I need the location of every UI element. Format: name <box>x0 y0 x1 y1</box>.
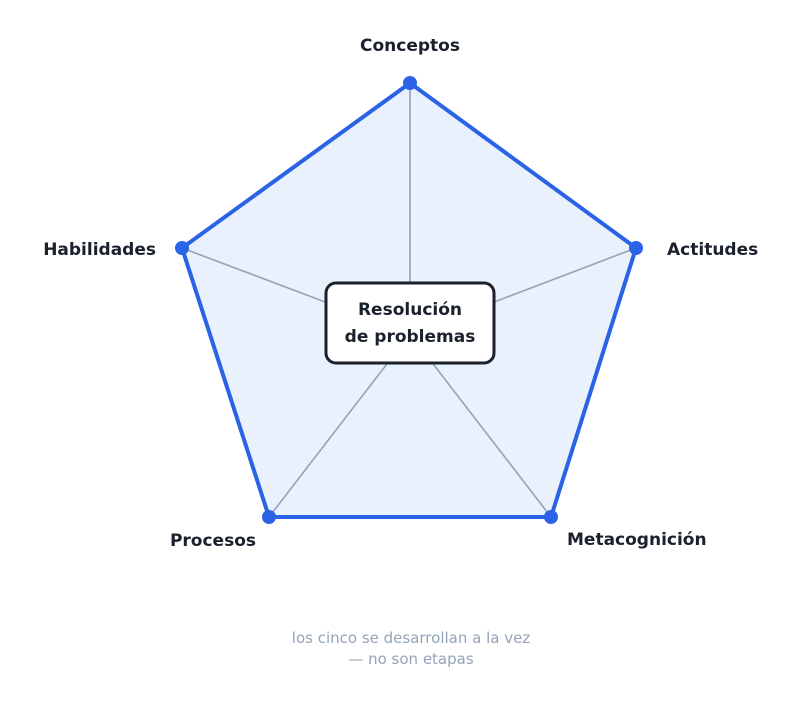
center-box <box>324 281 496 365</box>
vertex-dot-procesos <box>262 510 276 524</box>
vertex-label-actitudes: Actitudes <box>667 240 758 260</box>
vertex-dot-metacognicion <box>544 510 558 524</box>
vertex-dots <box>175 76 643 524</box>
vertex-dot-habilidades <box>175 241 189 255</box>
vertex-label-conceptos: Conceptos <box>360 36 460 56</box>
vertex-dot-conceptos <box>403 76 417 90</box>
center-label-line-1: Resolución <box>358 300 462 320</box>
spokes <box>181 83 637 518</box>
vertex-dot-actitudes <box>629 241 643 255</box>
center-label-line-2: de problemas <box>345 327 476 347</box>
footnote-line-1: los cinco se desarrollan a la vez <box>292 629 531 647</box>
vertex-label-metacognicion: Metacognición <box>567 530 707 550</box>
pentagon-outline <box>180 81 638 519</box>
footnote-line-2: — no son etapas <box>348 650 474 668</box>
vertex-label-habilidades: Habilidades <box>43 240 156 260</box>
vertex-label-procesos: Procesos <box>170 531 256 551</box>
